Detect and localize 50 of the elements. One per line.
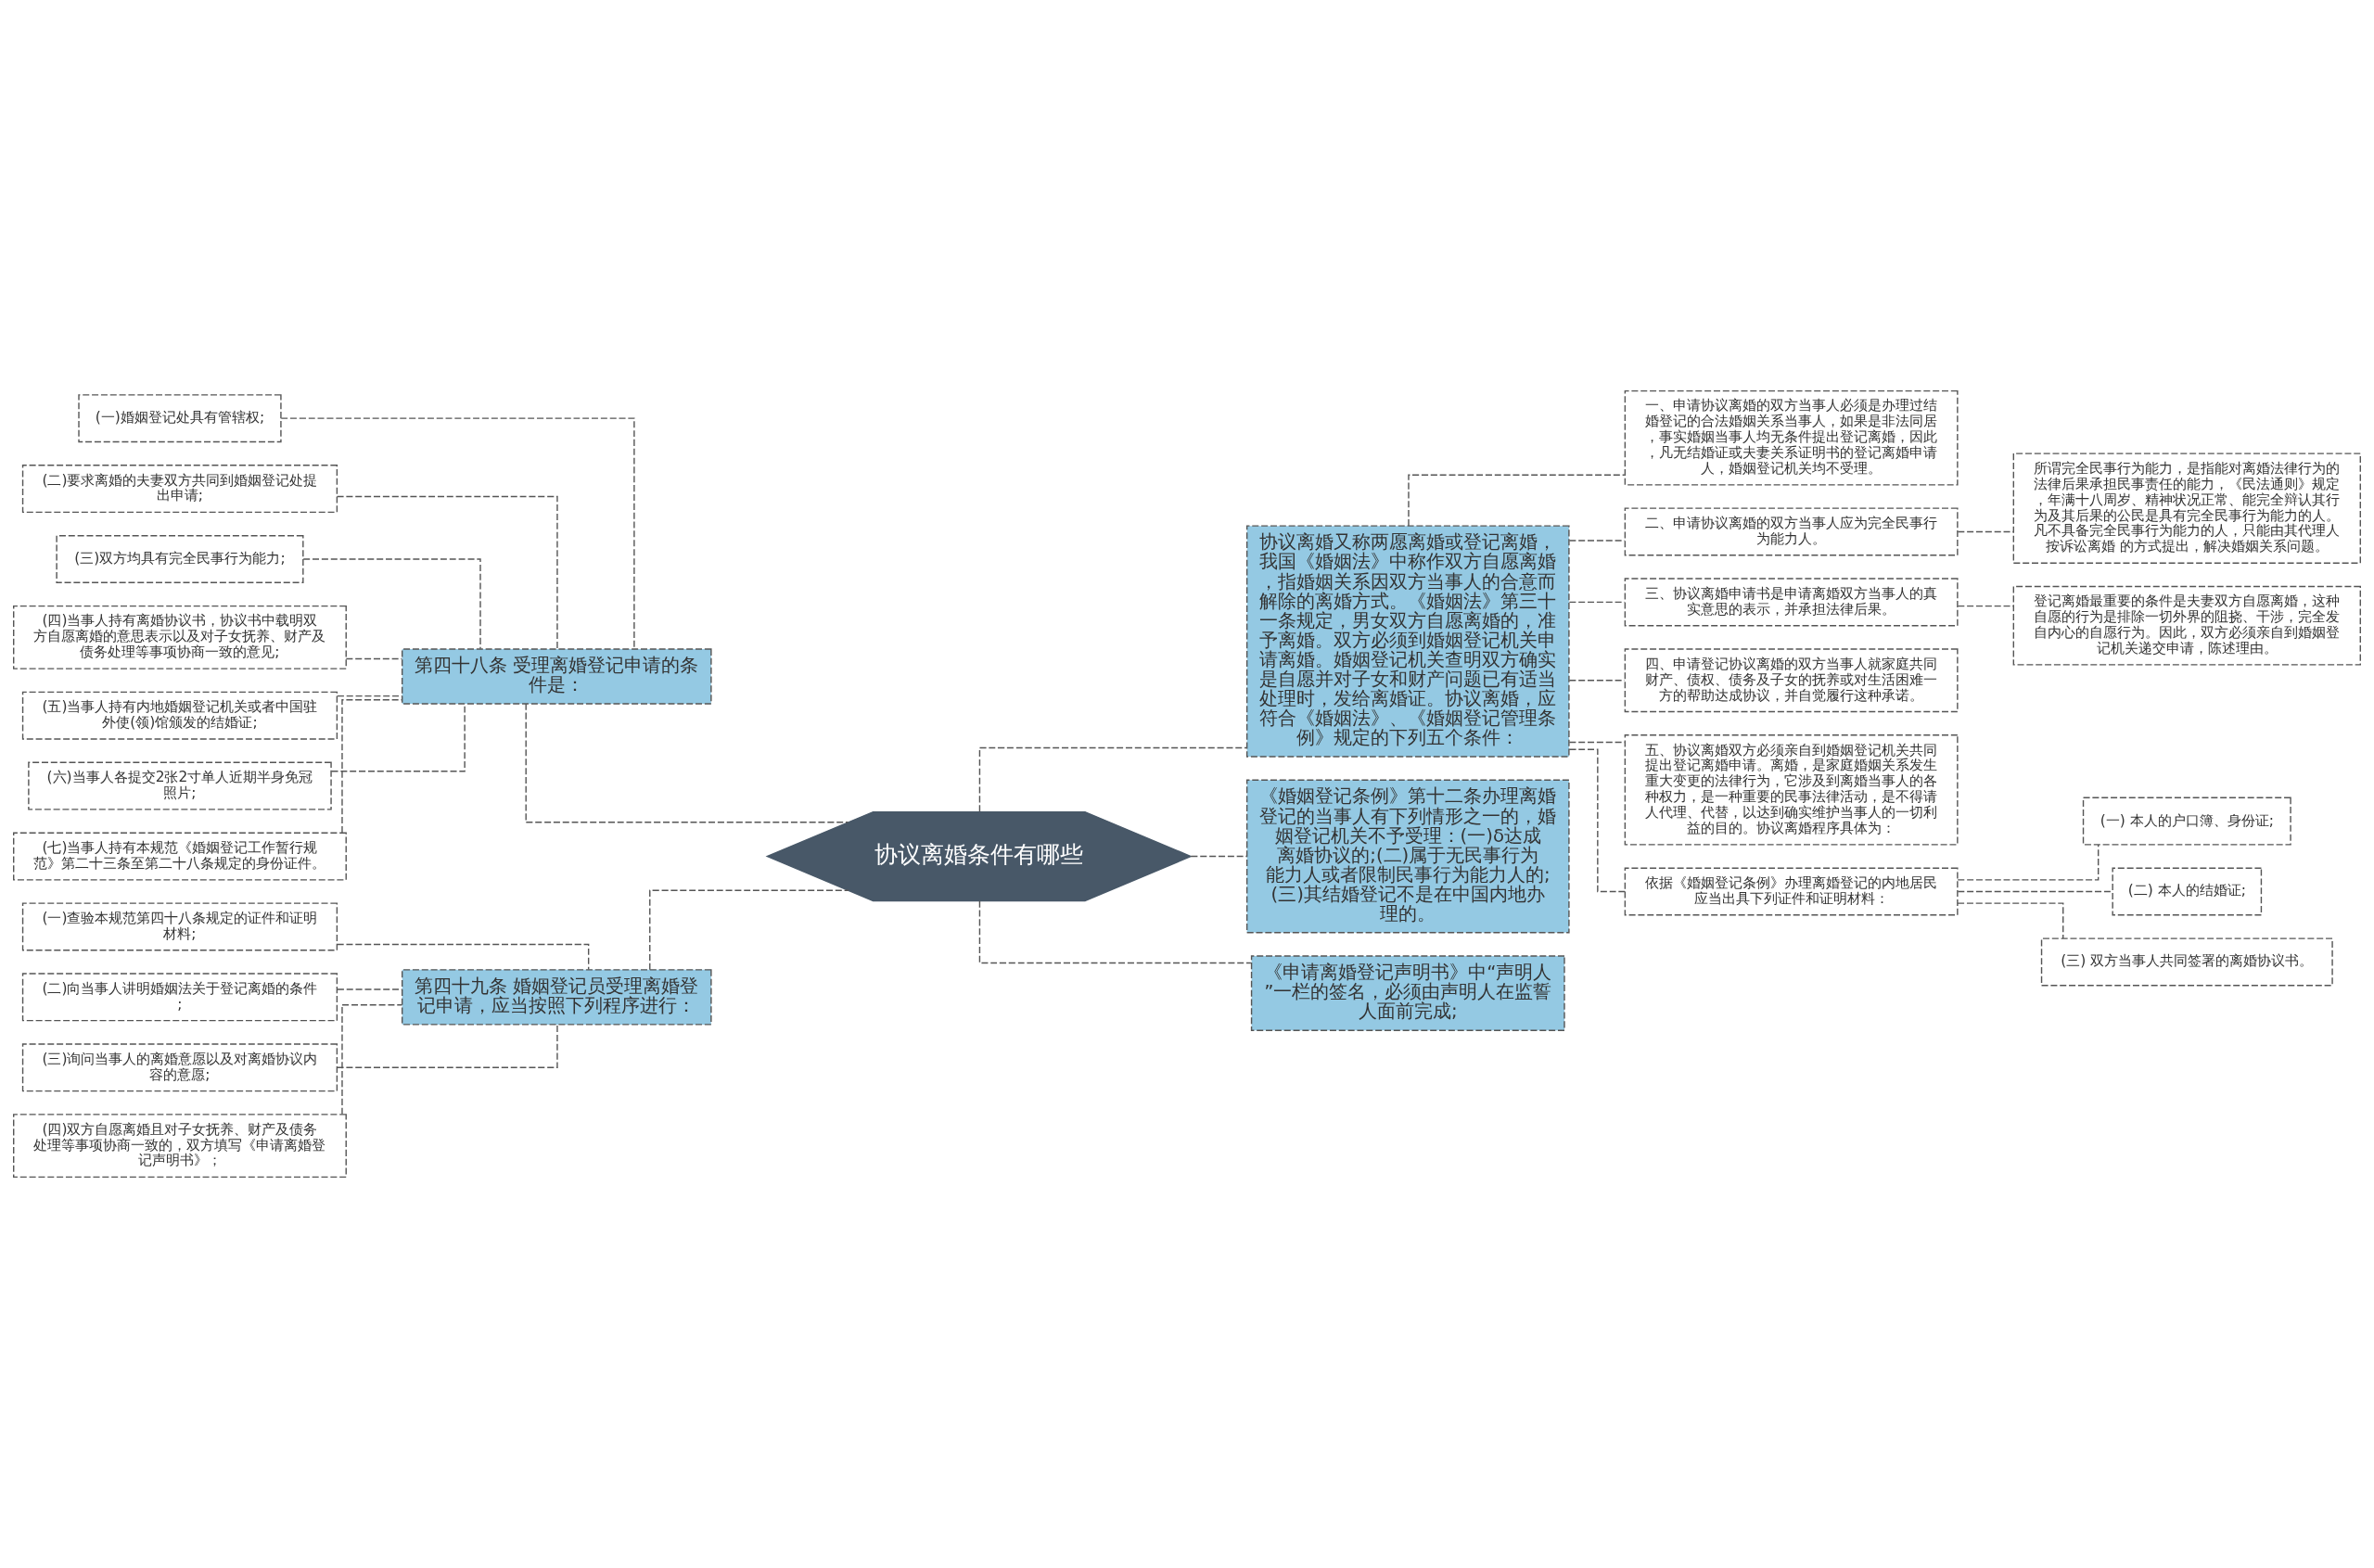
- node-box: 第四十八条 受理离婚登记申请的条件是：: [401, 648, 712, 705]
- node-box: (一) 本人的户口簿、身份证;: [2082, 797, 2291, 846]
- connector: [337, 988, 403, 990]
- node-box: 一、申请协议离婚的双方当事人必须是办理过结婚登记的合法婚姻关系当事人，如果是非法同居，事实婚姻当事人均无条件提出登记离婚，因此，凡无结婚证或夫妻关系证明书的登记离婚申请人，婚姻登记机关均不受理。: [1624, 389, 1959, 486]
- connector: [525, 703, 849, 823]
- node-box: (一)查验本规范第四十八条规定的证件和证明材料;: [21, 902, 338, 951]
- node-box: 《申请离婚登记声明书》中“声明人”一栏的签名，必须由声明人在监誓人面前完成;: [1250, 955, 1565, 1031]
- node-box: 三、协议离婚申请书是申请离婚双方当事人的真实意思的表示，并承担法律后果。: [1624, 578, 1959, 627]
- connector: [1568, 680, 1626, 682]
- connector: [1957, 530, 2014, 533]
- node-box: 《婚姻登记条例》第十二条办理离婚登记的当事人有下列情形之一的，婚姻登记机关不予受理：(一)δ达成离婚协议的;(二)属于无民事行为能力人或者限制民事行为能力人的;(三)其结婚登记不是在中国内地办理的。: [1245, 779, 1570, 934]
- connector: [341, 1004, 403, 1115]
- connector: [302, 558, 481, 650]
- node-box: 登记离婚最重要的条件是夫妻双方自愿离婚，这种自愿的行为是排除一切外界的阻挠、干涉，完全发自内心的自愿行为。因此，双方必须亲自到婚姻登记机关递交申请，陈述理由。: [2012, 585, 2361, 666]
- connector: [1190, 855, 1248, 858]
- node-box: 二、申请协议离婚的双方当事人应为完全民事行为能力人。: [1624, 507, 1959, 556]
- connector: [1957, 844, 2100, 881]
- connector: [1957, 902, 2064, 939]
- node-box: 依据《婚姻登记条例》办理离婚登记的内地居民应当出具下列证件和证明材料：: [1624, 867, 1959, 916]
- node-box: (三) 双方当事人共同签署的离婚协议书。: [2040, 937, 2333, 987]
- node-box: (六)当事人各提交2张2寸单人近期半身免冠照片;: [28, 761, 332, 810]
- node-box: (二)向当事人讲明婚姻法关于登记离婚的条件;: [21, 973, 338, 1022]
- connector: [337, 695, 403, 697]
- node-box: 五、协议离婚双方必须亲自到婚姻登记机关共同提出登记离婚申请。离婚，是家庭婚姻关系发生重大变更的法律行为，它涉及到离婚当事人的各种权力，是一种重要的民事法律活动，是不得请人代理、代替，以达到确实维护当事人的一切利益的目的。协议离婚程序具体为：: [1624, 734, 1959, 846]
- connector: [336, 1024, 558, 1068]
- node-box: (三)双方均具有完全民事行为能力;: [56, 534, 304, 583]
- connector: [978, 746, 1248, 812]
- node-box: (三)询问当事人的离婚意愿以及对离婚协议内容的意愿;: [21, 1043, 338, 1092]
- connector: [280, 417, 635, 650]
- node-box: (五)当事人持有内地婚姻登记机关或者中国驻外使(领)馆颁发的结婚证;: [21, 691, 338, 740]
- connector: [978, 899, 1252, 964]
- connector: [1408, 474, 1626, 527]
- connector: [649, 889, 849, 971]
- connector: [336, 495, 558, 650]
- node-box: (二) 本人的结婚证;: [2112, 867, 2263, 916]
- node-box: 所谓完全民事行为能力，是指能对离婚法律行为的法律后果承担民事责任的能力，《民法通则》规定，年满十八周岁、精神状况正常、能完全辩认其行为及其后果的公民是具有完全民事行为能力的人。凡不具备完全民事行为能力的人，只能由其代理人按诉讼离婚 的方式提出，解决婚姻关系问题。: [2012, 453, 2361, 564]
- connector: [1957, 890, 2113, 893]
- node-box: 第四十九条 婚姻登记员受理离婚登记申请，应当按照下列程序进行：: [401, 969, 712, 1026]
- connector: [1568, 741, 1626, 744]
- node-box: (四)当事人持有离婚协议书，协议书中载明双方自愿离婚的意思表示以及对子女抚养、财产及债务处理等事项协商一致的意见;: [13, 605, 347, 669]
- connector: [1568, 601, 1626, 604]
- node-box: (二)要求离婚的夫妻双方共同到婚姻登记处提出申请;: [21, 465, 338, 514]
- node-box: (七)当事人持有本规范《婚姻登记工作暂行规范》第二十三条至第二十八条规定的身份证件。: [13, 832, 347, 881]
- node-box: (四)双方自愿离婚且对子女抚养、财产及债务处理等事项协商一致的，双方填写《申请离婚登记声明书》；: [13, 1114, 347, 1179]
- node-box: (一)婚姻登记处具有管辖权;: [78, 394, 282, 443]
- connector: [345, 657, 403, 660]
- node-box: 四、申请登记协议离婚的双方当事人就家庭共同财产、债权、债务及子女的抚养或对生活困难一方的帮助达成协议，并自觉履行这种承诺。: [1624, 648, 1959, 713]
- connector: [1957, 605, 2014, 607]
- node-box: 协议离婚又称两愿离婚或登记离婚，我国《婚姻法》中称作双方自愿离婚，指婚姻关系因双方当事人的合意而解除的离婚方式。《婚姻法》第三十一条规定，男女双方自愿离婚的，准予离婚。双方必须到婚姻登记机关申请离婚。婚姻登记机关查明双方确实是自愿并对子女和财产问题已有适当处理时，发给离婚证。协议离婚，应符合《婚姻法》、《婚姻登记管理条例》规定的下列五个条件：: [1245, 525, 1570, 758]
- connector: [1568, 540, 1626, 542]
